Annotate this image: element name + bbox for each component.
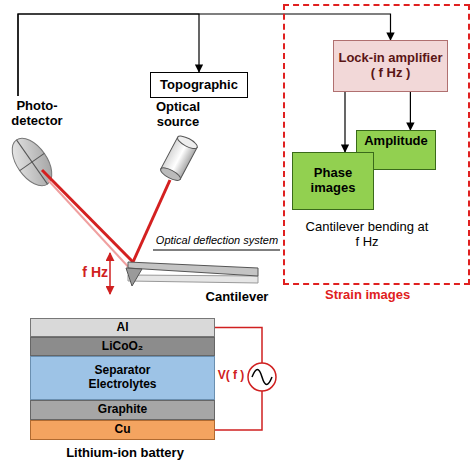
oscillation-arrow [109, 253, 111, 294]
battery-layer: Separator Electrolytes [30, 356, 215, 400]
strain-caption: Cantilever bending at f Hz [292, 220, 442, 250]
node-text: Amplitude [364, 134, 428, 149]
ac-source-symbol [248, 363, 276, 391]
cantilever-tip [126, 268, 142, 286]
battery-layer: LiCoO₂ [30, 337, 215, 356]
photodetector: Photo-detector [2, 96, 72, 190]
node-text: LiCoO₂ [102, 340, 143, 354]
laser-beam [48, 180, 133, 272]
node-text: Photo-detector [5, 99, 69, 129]
node-text: ( f Hz ) [371, 66, 411, 81]
node-text: Lock-in amplifier [338, 51, 442, 66]
node-text: Strain images [325, 288, 410, 303]
topographic-box: Topographic [150, 72, 248, 98]
optical-source-label: Optical source [140, 100, 216, 130]
cantilever-label: Cantilever [200, 290, 274, 305]
cantilever-ghost [128, 275, 258, 283]
phase-images-box: Phase images [292, 152, 374, 210]
battery-label: Lithium-ion battery [40, 446, 210, 461]
lock-in-amplifier-box: Lock-in amplifier( f Hz ) [333, 40, 448, 92]
battery-layer: Al [30, 318, 215, 337]
node-text: Al [117, 321, 129, 335]
optical-source [159, 134, 199, 183]
node-text: Separator Electrolytes [73, 364, 173, 392]
frequency-label: f Hz [64, 264, 108, 280]
signal-arrow [344, 92, 345, 152]
node-text: Cu [115, 423, 131, 437]
underline [153, 250, 280, 251]
voltage-label: V( f ) [214, 369, 248, 383]
signal-arrow [410, 92, 411, 130]
cantilever-beam [128, 262, 258, 276]
battery-layer: Cu [30, 420, 215, 440]
node-text: Topographic [160, 78, 238, 93]
node-text: Phase images [297, 166, 369, 196]
system-label: Optical deflection system [151, 234, 283, 247]
node-text: Graphite [98, 403, 147, 417]
laser-beam [42, 170, 133, 262]
battery-layer: Graphite [30, 400, 215, 420]
